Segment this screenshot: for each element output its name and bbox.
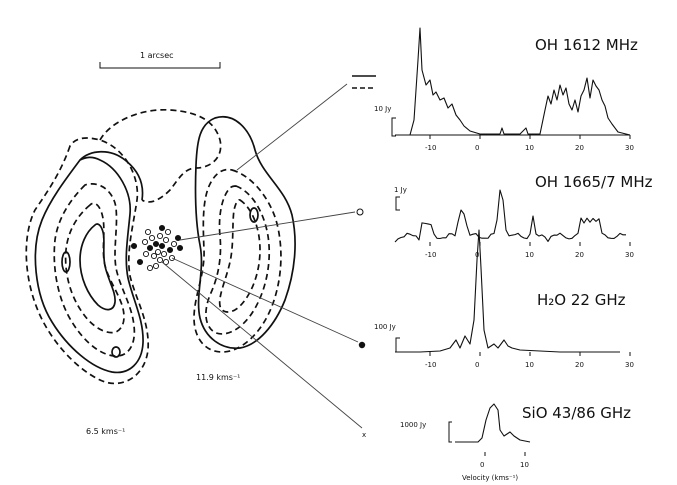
spectrum-trace <box>395 27 631 136</box>
axis-tick-label: 30 <box>625 251 634 259</box>
left-peak-contour-lower <box>111 346 121 358</box>
maser-spot-filled <box>136 258 144 266</box>
spectrum-scale-label: 1 Jy <box>394 186 407 194</box>
maser-spot-open <box>162 258 170 266</box>
spectrum-trace <box>394 189 627 243</box>
maser-spot-filled <box>176 244 184 252</box>
maser-spot-open <box>150 252 158 260</box>
axis-tick-label: -10 <box>425 361 436 369</box>
connector-lines <box>161 83 363 429</box>
maser-spot-filled <box>174 234 182 242</box>
maser-spot-open <box>160 250 168 258</box>
axis-tick-label: 20 <box>575 361 584 369</box>
marker-filled-circle <box>358 341 366 349</box>
maser-spot-filled <box>166 246 174 254</box>
spectrum-title: OH 1665/7 MHz <box>535 173 653 191</box>
maser-spot-open <box>156 232 164 240</box>
axis-tick-label: 30 <box>625 144 634 152</box>
maser-spot-open <box>164 228 172 236</box>
maser-spot-open <box>142 250 150 258</box>
connector-h2o <box>171 257 359 343</box>
maser-spot-filled <box>130 242 138 250</box>
spectrum-h2o: H₂O 22 GHz 100 Jy -10 0 10 20 30 <box>374 229 634 369</box>
axis-tick-label: 0 <box>475 144 479 152</box>
spectrum-ticks: -10 0 10 20 30 <box>425 352 634 369</box>
left-tail-dashed-contour <box>99 109 222 203</box>
right-lobe-contours <box>193 116 296 353</box>
left-inner-dashed-contour <box>64 202 125 334</box>
maser-spot-filled <box>146 244 154 252</box>
marker-cross: x <box>362 431 366 439</box>
marker-open-circle <box>356 208 364 216</box>
left-tail-solid-contour <box>79 150 144 201</box>
axis-tick-label: 0 <box>475 361 479 369</box>
scale-bracket <box>448 421 452 443</box>
spectrum-trace <box>455 403 531 443</box>
scale-bracket <box>395 337 400 353</box>
axis-tick-label: 20 <box>575 251 584 259</box>
connector-oh1612 <box>236 83 348 171</box>
left-inner-solid-contour <box>79 223 116 311</box>
line-style-legend <box>352 75 376 89</box>
right-peak-contour <box>249 207 259 223</box>
spectrum-ticks: -10 0 10 20 30 <box>425 135 634 152</box>
axis-tick-label: -10 <box>425 251 436 259</box>
spectrum-scale-label: 10 Jy <box>374 105 391 113</box>
velocity-axis-label: Velocity (kms⁻¹) <box>462 474 518 482</box>
axis-tick-label: 10 <box>525 361 534 369</box>
connector-sio <box>161 261 363 429</box>
spectrum-scale-label: 100 Jy <box>374 323 396 331</box>
left-mid-dashed-contour <box>53 183 136 357</box>
maser-spot-open <box>148 234 156 242</box>
left-outer-solid-contour <box>34 156 144 374</box>
spectrum-ticks: 0 10 <box>480 452 529 469</box>
maser-spot-open <box>144 228 152 236</box>
maser-spot-open <box>141 238 149 246</box>
velocity-label-right: 11.9 kms⁻¹ <box>196 373 240 382</box>
scale-bar-label: 1 arcsec <box>140 51 174 60</box>
maser-spot-open <box>156 256 164 264</box>
scale-bracket <box>395 196 400 211</box>
spectrum-title: H₂O 22 GHz <box>537 291 626 309</box>
axis-tick-label: -10 <box>425 144 436 152</box>
right-outer-dashed-contour <box>193 168 282 353</box>
maser-spot-open <box>152 262 160 270</box>
maser-spot-filled <box>158 242 166 250</box>
maser-spot-open <box>154 248 162 256</box>
maser-spot-open <box>146 264 154 272</box>
velocity-label-left: 6.5 kms⁻¹ <box>86 427 125 436</box>
connector-oh1665 <box>179 211 356 241</box>
maser-spot-open <box>170 240 178 248</box>
maser-spot-filled <box>158 224 166 232</box>
spectrum-oh1612: OH 1612 MHz 10 Jy -10 0 10 20 30 <box>374 27 638 152</box>
maser-spot-filled <box>152 240 160 248</box>
axis-tick-label: 0 <box>480 461 484 469</box>
scale-bar: 1 arcsec <box>99 51 221 69</box>
axis-tick-label: 10 <box>525 251 534 259</box>
axis-tick-label: 30 <box>625 361 634 369</box>
maser-spot-cluster <box>130 224 184 272</box>
left-lobe-contours <box>25 109 222 385</box>
axis-tick-label: 10 <box>525 144 534 152</box>
right-mid-dashed-contour <box>205 185 271 335</box>
left-outer-dashed-contour <box>25 137 149 385</box>
spectrum-scale-label: 1000 Jy <box>400 421 426 429</box>
maser-spot-open <box>162 236 170 244</box>
left-peak-contour-upper <box>61 251 71 273</box>
right-inner-dashed-contour <box>218 198 261 313</box>
spectrum-sio: SiO 43/86 GHz 1000 Jy 0 10 <box>400 403 631 469</box>
spectrum-title: OH 1612 MHz <box>535 36 638 54</box>
right-outer-solid-contour <box>194 116 296 349</box>
spectrum-title: SiO 43/86 GHz <box>522 404 631 422</box>
spectrum-trace <box>395 229 620 353</box>
scale-bracket <box>391 117 396 137</box>
axis-tick-label: 10 <box>520 461 529 469</box>
axis-tick-label: 20 <box>575 144 584 152</box>
